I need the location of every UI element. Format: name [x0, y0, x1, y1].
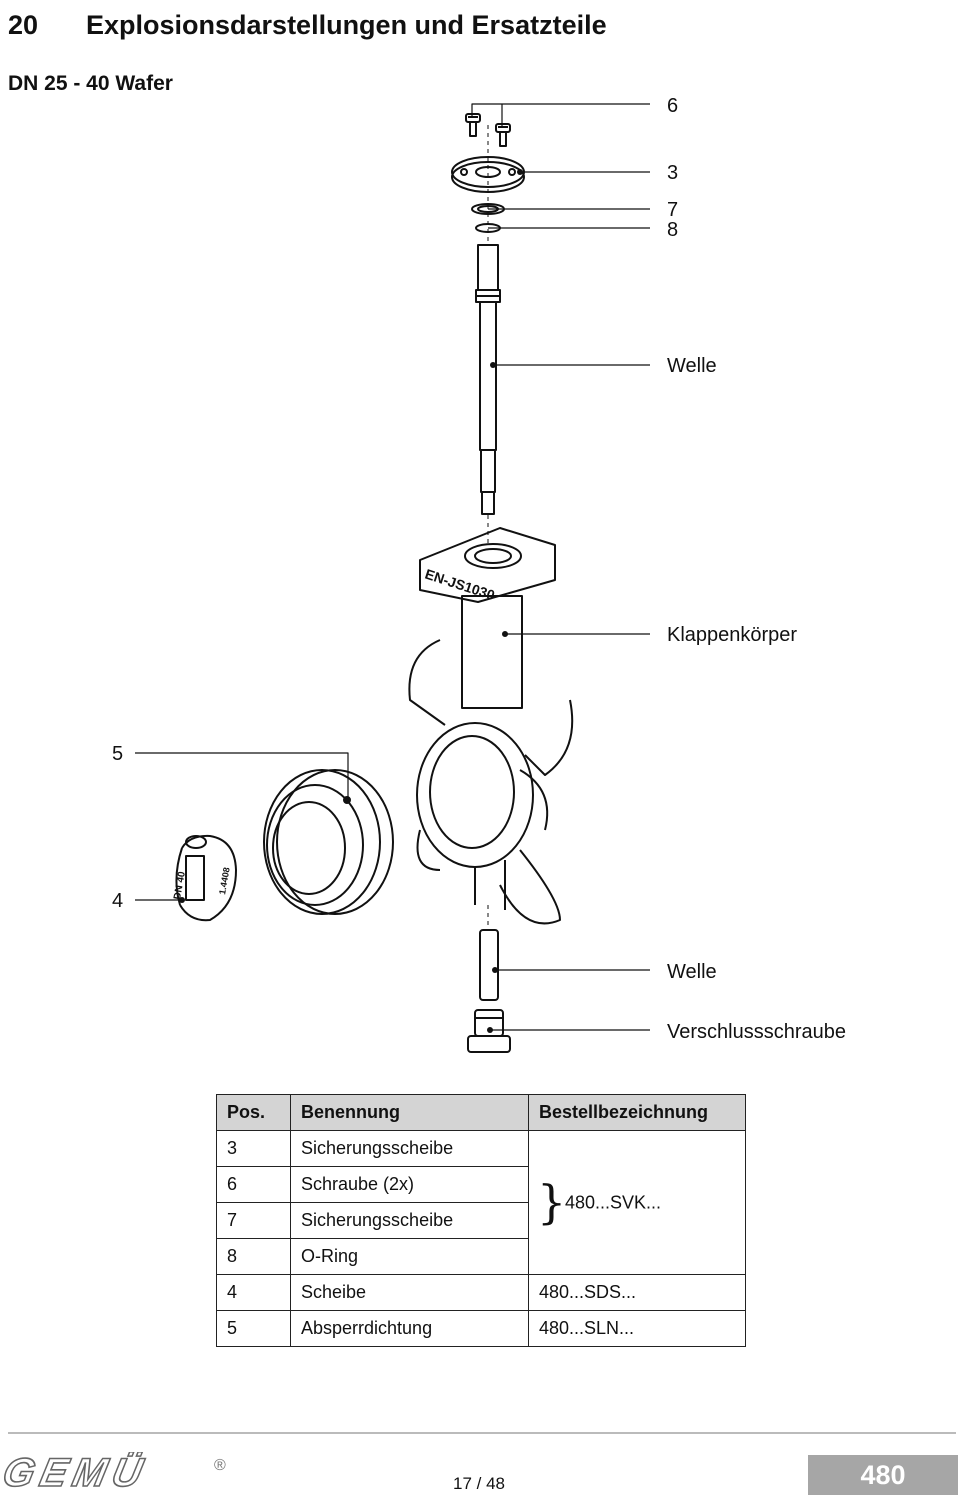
- leader-lines: [135, 103, 650, 1031]
- seat-seal: [263, 769, 394, 915]
- callout-welle-bottom: Welle: [667, 961, 717, 983]
- header-name: Benennung: [290, 1094, 529, 1131]
- callout-welle-top: Welle: [667, 355, 717, 377]
- cell-pos: 4: [216, 1274, 291, 1311]
- logo-wordmark: GEMÜ: [4, 1452, 153, 1492]
- subtitle: DN 25 - 40 Wafer: [8, 72, 173, 95]
- cell-name: Absperrdichtung: [290, 1310, 529, 1347]
- table-row: 8 O-Ring: [216, 1238, 746, 1275]
- cell-pos: 5: [216, 1310, 291, 1347]
- callout-3: 3: [667, 162, 678, 184]
- callout-klappenkoerper: Klappenkörper: [667, 624, 797, 646]
- exploded-view-drawing: EN-JS1030 DN 40 1.4408: [112, 95, 846, 1053]
- callout-6: 6: [667, 95, 678, 117]
- cell-pos: 7: [216, 1202, 291, 1239]
- gemu-logo: GEMÜ ®: [4, 1452, 226, 1492]
- section-number: 20: [8, 10, 39, 40]
- callout-5: 5: [112, 743, 123, 765]
- product-badge: 480: [808, 1455, 958, 1495]
- table-header-row: Pos. Benennung Bestellbezeichnung: [216, 1094, 746, 1131]
- disc-size-marking: DN 40: [172, 870, 188, 900]
- cell-name: O-Ring: [290, 1238, 529, 1275]
- footer-divider: [8, 1432, 956, 1434]
- section-title: Explosionsdarstellungen und Ersatzteile: [86, 10, 607, 40]
- brace-symbol: }: [537, 1174, 567, 1229]
- cell-order: 480...SDS...: [528, 1274, 746, 1311]
- shaft-lower: [479, 929, 499, 1001]
- cell-name: Scheibe: [290, 1274, 529, 1311]
- closing-plug: [467, 1009, 511, 1053]
- table-row: 3 Sicherungsscheibe } 480...SVK...: [216, 1130, 746, 1275]
- cover-plate: [451, 156, 525, 193]
- cell-order: 480...SLN...: [528, 1310, 746, 1347]
- table-row: 5 Absperrdichtung 480...SLN...: [216, 1310, 746, 1347]
- cell-pos: 8: [216, 1238, 291, 1275]
- cell-name: Sicherungsscheibe: [290, 1202, 529, 1239]
- cell-name: Sicherungsscheibe: [290, 1130, 529, 1167]
- screw-right: [495, 123, 511, 147]
- cell-name: Schraube (2x): [290, 1166, 529, 1203]
- table-row: 7 Sicherungsscheibe: [216, 1202, 746, 1239]
- group-order-value: 480...SVK...: [565, 1192, 662, 1212]
- cell-group-order: } 480...SVK...: [528, 1130, 746, 1275]
- disc-material-marking: 1.4408: [217, 866, 232, 895]
- parts-table: Pos. Benennung Bestellbezeichnung 3 Sich…: [216, 1094, 746, 1347]
- callout-verschlussschraube: Verschlussschraube: [667, 1021, 846, 1043]
- leader-dots: [179, 169, 523, 1033]
- callout-7: 7: [667, 199, 678, 221]
- callout-4: 4: [112, 890, 123, 912]
- shaft-upper: [475, 244, 501, 515]
- callout-8: 8: [667, 219, 678, 241]
- valve-body: [408, 527, 574, 925]
- cell-pos: 3: [216, 1130, 291, 1167]
- header-pos: Pos.: [216, 1094, 291, 1131]
- table-row: 4 Scheibe 480...SDS...: [216, 1274, 746, 1311]
- header-order: Bestellbezeichnung: [528, 1094, 746, 1131]
- page-number: 17 / 48: [453, 1474, 505, 1493]
- cell-pos: 6: [216, 1166, 291, 1203]
- screw-left: [465, 113, 481, 137]
- registered-mark: ®: [214, 1457, 226, 1474]
